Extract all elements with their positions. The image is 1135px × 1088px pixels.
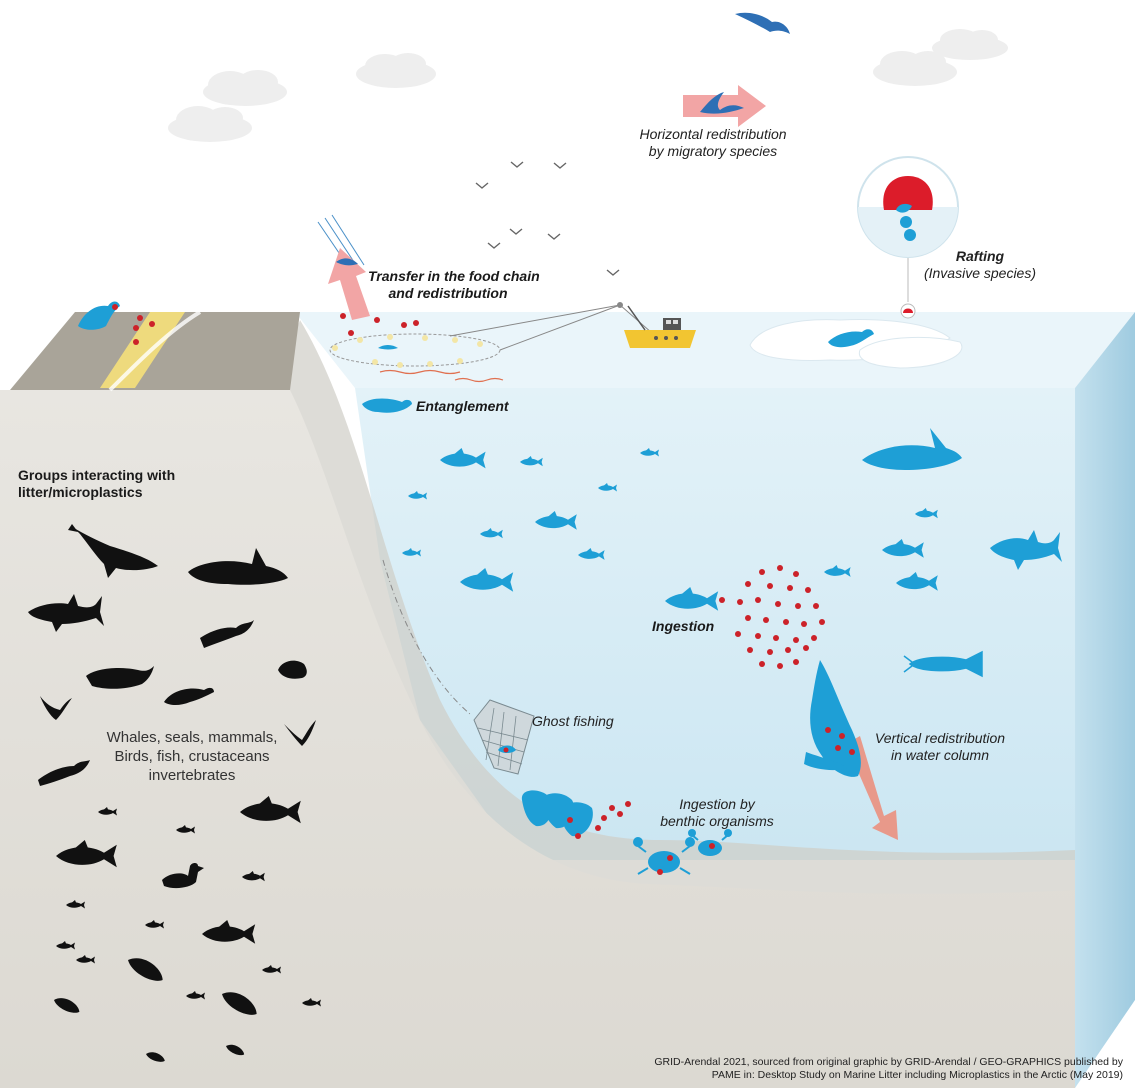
label-species-line3: invertebrates — [82, 766, 302, 785]
label-food-chain-line1: Transfer in the food chain — [368, 268, 528, 285]
label-species-line2: Birds, fish, crustaceans — [82, 747, 302, 766]
credit-line2: PAME in: Desktop Study on Marine Litter … — [654, 1069, 1123, 1082]
label-species-line1: Whales, seals, mammals, — [82, 728, 302, 747]
arrow-icon — [318, 215, 370, 320]
label-benthic-ingestion: Ingestion by benthic organisms — [652, 796, 782, 830]
arrow-icon — [683, 85, 766, 127]
label-vertical-line2: in water column — [860, 747, 1020, 764]
label-horizontal-line1: Horizontal redistribution — [628, 126, 798, 143]
label-food-chain-line2: and redistribution — [368, 285, 528, 302]
label-horizontal-line2: by migratory species — [628, 143, 798, 160]
label-rafting-sub: (Invasive species) — [910, 265, 1050, 282]
label-groups-heading: Groups interacting with litter/microplas… — [18, 467, 175, 501]
label-rafting: Rafting (Invasive species) — [910, 248, 1050, 282]
credit-line1: GRID-Arendal 2021, sourced from original… — [654, 1056, 1123, 1069]
label-benthic-line1: Ingestion by — [652, 796, 782, 813]
label-vertical-redistribution: Vertical redistribution in water column — [860, 730, 1020, 764]
label-entanglement: Entanglement — [416, 398, 509, 415]
label-groups-line2: litter/microplastics — [18, 484, 175, 501]
label-horizontal-redistribution: Horizontal redistribution by migratory s… — [628, 126, 798, 160]
label-species-list: Whales, seals, mammals, Birds, fish, cru… — [82, 728, 302, 785]
label-ingestion: Ingestion — [652, 618, 714, 635]
label-benthic-line2: benthic organisms — [652, 813, 782, 830]
sea-surface — [295, 312, 1135, 388]
bird-icon — [735, 13, 790, 34]
source-credit: GRID-Arendal 2021, sourced from original… — [654, 1056, 1123, 1082]
magnifier-icon — [858, 157, 958, 318]
label-rafting-title: Rafting — [910, 248, 1050, 265]
label-food-chain: Transfer in the food chain and redistrib… — [368, 268, 528, 302]
cloud-icon — [168, 29, 1008, 142]
block-side-face — [1075, 312, 1135, 1088]
label-ghost-fishing: Ghost fishing — [532, 713, 614, 730]
label-vertical-line1: Vertical redistribution — [860, 730, 1020, 747]
label-groups-line1: Groups interacting with — [18, 467, 175, 484]
bird-icon — [476, 162, 619, 275]
